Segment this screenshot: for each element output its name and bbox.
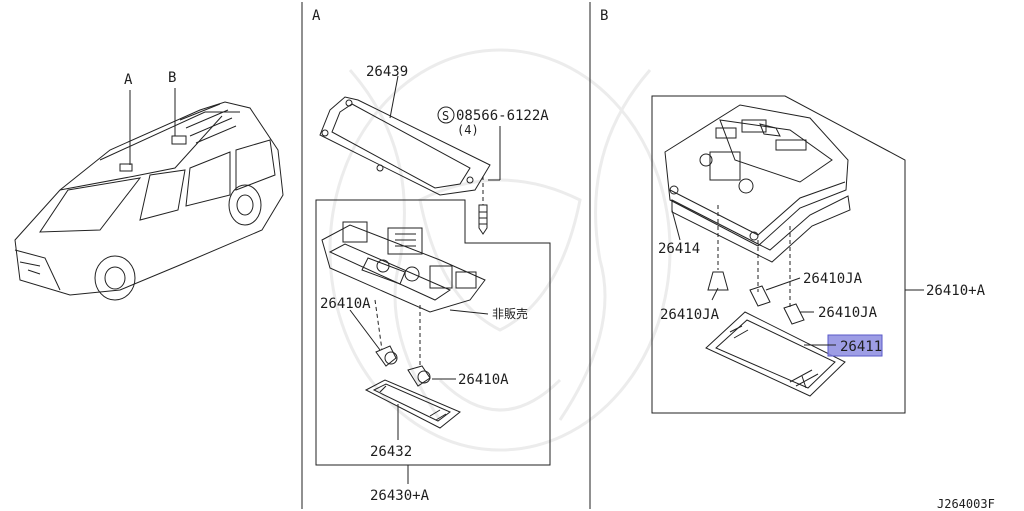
screw-symbol bbox=[437, 106, 455, 124]
label-not-for-sale: 非販売 bbox=[492, 306, 528, 321]
label-26410JA-1[interactable]: 26410JA bbox=[803, 271, 863, 287]
vehicle-overview bbox=[14, 88, 284, 301]
label-26414[interactable]: 26414 bbox=[658, 241, 700, 257]
screw-quantity: (4) bbox=[457, 123, 479, 137]
label-26410JA-3[interactable]: 26410JA bbox=[818, 305, 878, 321]
label-26430-plus-A[interactable]: 26430+A bbox=[370, 488, 430, 504]
label-26410A-right[interactable]: 26410A bbox=[458, 372, 509, 388]
lamp-housing-a bbox=[321, 221, 486, 313]
lens-26411 bbox=[705, 311, 846, 397]
label-26410A-left[interactable]: 26410A bbox=[320, 296, 371, 312]
lamp-housing-26414 bbox=[664, 104, 851, 263]
diagram-id: J264003F bbox=[937, 497, 995, 511]
section-b-title: B bbox=[600, 8, 608, 24]
label-08566-6122A[interactable]: 08566-6122A bbox=[456, 108, 549, 124]
label-26410JA-2[interactable]: 26410JA bbox=[660, 307, 720, 323]
bulb-26410JA-1 bbox=[707, 271, 729, 291]
bulb-26410A-left bbox=[375, 345, 398, 367]
lens-26432 bbox=[364, 379, 461, 429]
bulb-26410JA-2 bbox=[749, 285, 771, 307]
label-26411[interactable]: 26411 bbox=[840, 339, 882, 355]
assembly-b-frame bbox=[651, 95, 906, 414]
screw-symbol-letter: S bbox=[442, 109, 449, 123]
section-a-title: A bbox=[312, 8, 321, 24]
bulb-26410A-right bbox=[407, 365, 431, 387]
bulb-26410JA-3 bbox=[783, 303, 805, 325]
overview-callout-a: A bbox=[124, 72, 133, 88]
label-26439[interactable]: 26439 bbox=[366, 64, 408, 80]
overview-callout-b: B bbox=[168, 70, 176, 86]
assembly-a-frame bbox=[315, 199, 551, 466]
label-26410-plus-A[interactable]: 26410+A bbox=[926, 283, 986, 299]
screw-26430 bbox=[478, 176, 488, 235]
label-26432[interactable]: 26432 bbox=[370, 444, 412, 460]
